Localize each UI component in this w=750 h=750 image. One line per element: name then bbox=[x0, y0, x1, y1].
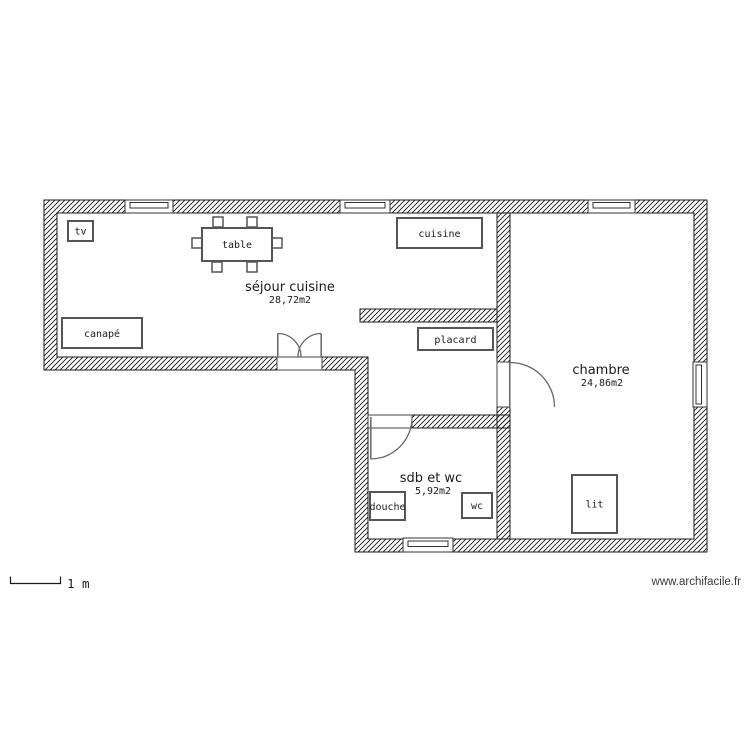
chair-icon bbox=[211, 261, 223, 273]
furniture-table-label: table bbox=[222, 240, 252, 251]
furniture-tv[interactable]: tv bbox=[67, 220, 94, 242]
room-sejour-area: 28,72m2 bbox=[269, 295, 311, 306]
furniture-table[interactable]: table bbox=[191, 216, 283, 273]
door-sdb[interactable] bbox=[367, 414, 413, 460]
room-label-chambre: chambre 24,86m2 bbox=[572, 363, 629, 389]
furniture-cuisine-label: cuisine bbox=[418, 229, 460, 240]
window-sejour-left[interactable] bbox=[124, 199, 174, 214]
interior-wall-chambre-upper[interactable] bbox=[496, 212, 511, 363]
chair-icon bbox=[271, 237, 283, 249]
furniture-wc-label: wc bbox=[471, 501, 483, 512]
furniture-wc[interactable]: wc bbox=[461, 492, 493, 519]
room-label-sdb: sdb et wc 5,92m2 bbox=[400, 471, 462, 497]
furniture-cuisine[interactable]: cuisine bbox=[396, 217, 483, 249]
furniture-lit[interactable]: lit bbox=[571, 474, 618, 534]
furniture-lit-label: lit bbox=[585, 500, 603, 511]
room-label-sejour: séjour cuisine 28,72m2 bbox=[245, 280, 335, 306]
chair-icon bbox=[212, 216, 224, 228]
furniture-placard-label: placard bbox=[434, 335, 476, 346]
furniture-douche[interactable]: douche bbox=[369, 491, 406, 521]
furniture-douche-label: douche bbox=[369, 502, 405, 513]
chair-icon bbox=[246, 216, 258, 228]
chair-icon bbox=[191, 237, 203, 249]
room-sdb-area: 5,92m2 bbox=[415, 486, 451, 497]
entrance-double-door[interactable] bbox=[276, 332, 323, 371]
exterior-wall[interactable] bbox=[43, 199, 708, 553]
interior-wall-kitchen-partition[interactable] bbox=[359, 308, 498, 323]
room-chambre-area: 24,86m2 bbox=[581, 378, 623, 389]
door-chambre[interactable] bbox=[496, 361, 556, 408]
window-chambre-right[interactable] bbox=[692, 361, 708, 408]
furniture-canape[interactable]: canapé bbox=[61, 317, 143, 349]
furniture-canape-label: canapé bbox=[84, 328, 120, 340]
window-sdb-bottom[interactable] bbox=[402, 537, 454, 553]
room-sejour-name: séjour cuisine bbox=[245, 280, 335, 295]
interior-wall-bathroom-top[interactable] bbox=[411, 414, 511, 429]
chair-icon bbox=[246, 261, 258, 273]
furniture-tv-label: tv bbox=[74, 227, 86, 238]
window-sejour-right[interactable] bbox=[339, 199, 391, 214]
scale-bar: 1 m bbox=[9, 576, 90, 591]
scale-bar-line bbox=[9, 576, 62, 585]
furniture-placard[interactable]: placard bbox=[417, 327, 494, 351]
room-chambre-name: chambre bbox=[572, 363, 629, 378]
room-sdb-name: sdb et wc bbox=[400, 471, 462, 486]
window-chambre-top[interactable] bbox=[587, 199, 636, 214]
scale-bar-label: 1 m bbox=[67, 576, 90, 591]
watermark-text: www.archifacile.fr bbox=[651, 576, 742, 588]
